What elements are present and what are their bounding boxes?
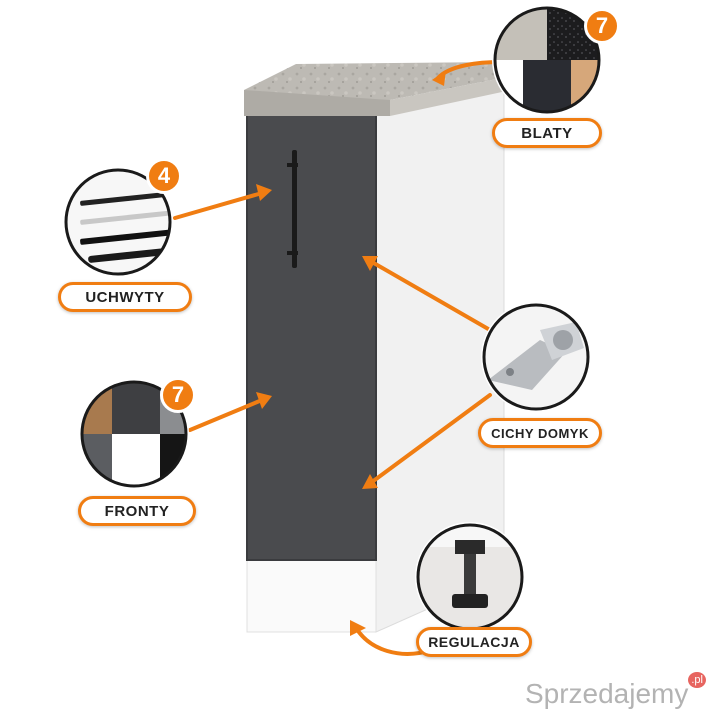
arrow-fronty (188, 398, 264, 432)
blaty-swatch (492, 5, 602, 115)
cabinet-front (247, 112, 376, 560)
uchwyty-count-badge: 4 (146, 158, 182, 194)
fronty-label: FRONTY (78, 496, 196, 526)
hinge-swatch (481, 302, 591, 412)
uchwyty-label: UCHWYTY (58, 282, 192, 312)
watermark-suffix: .pl (688, 671, 706, 688)
fronty-count-badge: 7 (160, 377, 196, 413)
regulacja-swatch (415, 522, 525, 632)
blaty-label: BLATY (492, 118, 602, 148)
cabinet-plinth (246, 559, 377, 633)
arrow-hinge-bottom (370, 393, 492, 484)
door-handle (292, 150, 297, 268)
regulacja-label: REGULACJA (416, 627, 532, 657)
arrow-heads (256, 70, 446, 636)
arrow-uchwyty (173, 191, 264, 220)
watermark-text: Sprzedajemy (524, 678, 689, 709)
arrow-hinge-top (370, 260, 492, 332)
cichy-domyk-label: CICHY DOMYK (478, 418, 602, 448)
blaty-count-badge: 7 (584, 8, 620, 44)
watermark: Sprzedajemy.pl (524, 671, 706, 710)
cabinet (244, 62, 505, 633)
